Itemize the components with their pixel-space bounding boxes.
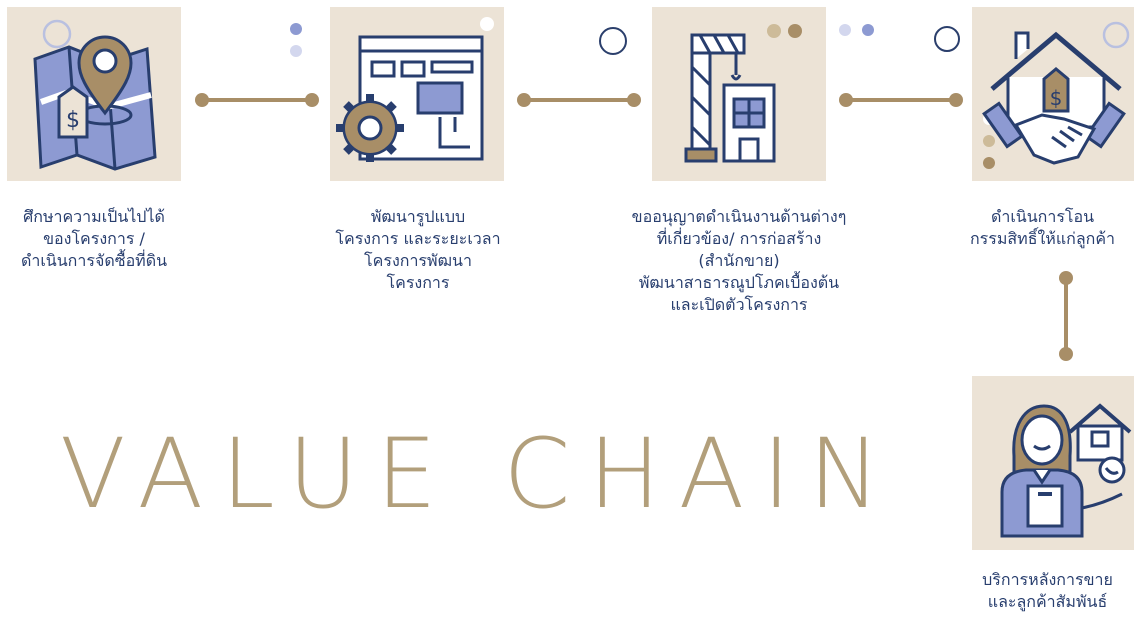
step-3-line-3: (สำนักขาย)	[698, 251, 780, 270]
step-1-line-1: ศึกษาความเป็นไปได้	[23, 207, 165, 226]
connector-2-3	[517, 93, 641, 107]
step-3-line-4: พัฒนาสาธารณูปโภคเบื้องต้น	[638, 273, 840, 292]
step-3-tile	[652, 7, 826, 181]
connector-3-4	[839, 93, 963, 107]
step-4-label: ดำเนินการโอน กรรมสิทธิ์ให้แก่ลูกค้า	[944, 206, 1141, 250]
step-2-label: พัฒนารูปแบบ โครงการ และระยะเวลา โครงการพ…	[316, 206, 520, 294]
step-2-tile	[330, 7, 504, 181]
step-5-line-1: บริการหลังการขาย	[982, 570, 1113, 589]
svg-text:$: $	[1050, 86, 1063, 110]
crane-building-icon	[684, 24, 802, 163]
step-2-line-2: โครงการ และระยะเวลา	[335, 229, 501, 248]
step-1-line-2: ของโครงการ /	[43, 229, 145, 248]
svg-text:$: $	[66, 108, 80, 133]
step-3-line-5: และเปิดตัวโครงการ	[670, 295, 808, 314]
step-1-tile: $	[7, 7, 181, 181]
step-5-label: บริการหลังการขาย และลูกค้าสัมพันธ์	[954, 569, 1141, 613]
decor-dot	[290, 23, 302, 35]
step-3-line-1: ขออนุญาตดำเนินงานด้านต่างๆ	[631, 207, 847, 226]
step-4-line-1: ดำเนินการโอน	[990, 207, 1095, 226]
house-handshake-icon: $	[982, 21, 1130, 169]
step-2-line-3: โครงการพัฒนา	[364, 251, 472, 270]
customer-service-icon	[1000, 403, 1132, 538]
step-2-line-1: พัฒนารูปแบบ	[370, 207, 466, 226]
step-5-line-2: และลูกค้าสัมพันธ์	[987, 592, 1108, 611]
step-1-line-3: ดำเนินการจัดซื้อที่ดิน	[20, 251, 168, 270]
decor-ring	[934, 26, 960, 52]
decor-dot	[290, 45, 302, 57]
step-4-line-2: กรรมสิทธิ์ให้แก่ลูกค้า	[969, 229, 1116, 248]
map-location-icon: $	[33, 19, 157, 171]
step-2-line-4: โครงการ	[386, 273, 450, 292]
page-title: VALUE CHAIN	[60, 418, 899, 530]
step-3-label: ขออนุญาตดำเนินงานด้านต่างๆ ที่เกี่ยวข้อง…	[604, 206, 874, 316]
step-4-tile: $	[972, 7, 1134, 181]
blueprint-gear-icon	[336, 17, 494, 162]
step-3-line-2: ที่เกี่ยวข้อง/ การก่อสร้าง	[656, 229, 822, 248]
connector-1-2	[195, 93, 319, 107]
connector-4-5	[1059, 271, 1073, 361]
decor-dot	[862, 24, 874, 36]
step-1-label: ศึกษาความเป็นไปได้ ของโครงการ / ดำเนินกา…	[0, 206, 188, 272]
decor-dot	[839, 24, 851, 36]
decor-ring	[599, 27, 627, 55]
step-5-tile	[972, 376, 1134, 550]
